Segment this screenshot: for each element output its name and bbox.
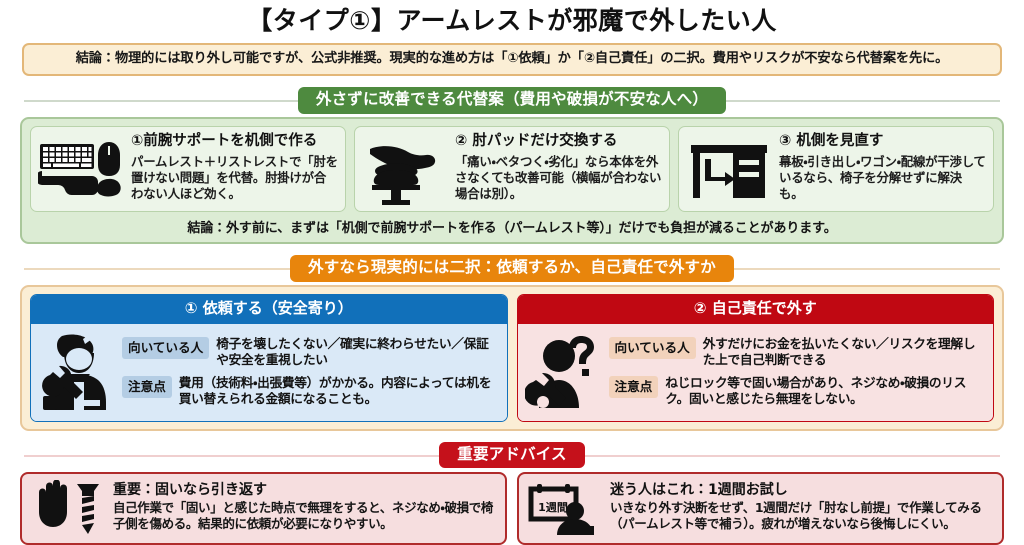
alternative-card[interactable]: ② 肘パッドだけ交換する 「痛い・ベタつく・劣化」なら本体を外さなくても改善可能… (354, 126, 670, 213)
choice-row-text: 椅子を壊したくない／確実に終わらせたい／保証や安全を重視したい (216, 335, 489, 368)
choice-panel-self-responsibility[interactable]: ② 自己責任で外す 向いている人 外すだけにお金を払いたくない (516, 294, 994, 422)
advice-card-body: 迷う人はこれ：1週間お試し いきなり外す決断をせず、1週間だけ「肘なし前提」で作… (610, 482, 993, 532)
choice-row-tag: 向いている人 (122, 336, 210, 359)
advice-card-heading: 迷う人はこれ：1週間お試し (610, 482, 788, 499)
alternative-card-detail: 幕板・引き出し・ワゴン・配線が干渉しているなら、椅子を分解せずに解決も。 (779, 153, 986, 202)
choice-row: 注意点 費用（技術料・出張費等）がかかる。内容によっては机を買い替えられる金額に… (122, 375, 499, 408)
choice-rows: 向いている人 外すだけにお金を払いたくない／リスクを理解した上で自己判断できる … (608, 335, 986, 408)
choices-header-wrap: 外すなら現実的には二択：依頼するか、自己責任で外すか (18, 255, 1006, 283)
choice-panel-heading: ② 自己責任で外す (517, 295, 993, 324)
choice-row-tag: 注意点 (608, 375, 659, 398)
choice-panel-body: 向いている人 椅子を壊したくない／確実に終わらせたい／保証や安全を重視したい 注… (31, 323, 507, 421)
alternatives-panel: ①前腕サポートを机側で作る パームレスト＋リストレストで「肘を置けない問題」を代… (20, 117, 1004, 245)
person-question-wrench-icon (524, 330, 603, 414)
choice-row-text: ねじロック等で固い場合があり、ネジなめ・破損のリスク。固いと感じたら無理をしない… (665, 374, 967, 407)
keyboard-palmrest-mouse-icon (38, 133, 124, 201)
choice-panel-request[interactable]: ① 依頼する（安全寄り） (30, 294, 508, 422)
choice-row-text: 費用（技術料・出張費等）がかかる。内容によっては机を買い替えられる金額になること… (178, 374, 492, 407)
alternative-card-heading: ①前腕サポートを机側で作る (131, 133, 318, 150)
calendar-week-label: 1週間 (538, 500, 568, 514)
page-title: 【タイプ①】アームレストが邪魔で外したい人 (247, 6, 777, 35)
advice-section-header: 重要アドバイス (439, 441, 585, 469)
advice-card-list: 重要：固いなら引き返す 自己作業で「固い」と感じた時点で無理をすると、ネジなめ・… (20, 471, 1004, 545)
alternatives-header-wrap: 外さずに改善できる代替案（費用や破損が不安な人へ） (18, 87, 1006, 115)
alternatives-card-list: ①前腕サポートを机側で作る パームレスト＋リストレストで「肘を置けない問題」を代… (30, 126, 994, 213)
advice-header-wrap: 重要アドバイス (18, 441, 1006, 469)
choice-rows: 向いている人 椅子を壊したくない／確実に終わらせたい／保証や安全を重視したい 注… (122, 336, 499, 408)
technician-wrench-icon (38, 330, 116, 414)
alternatives-conclusion: 結論：外す前に、まずは「机側で前腕サポートを作る（パームレスト等）」だけでも負担… (187, 221, 837, 237)
choice-panel-body: 向いている人 外すだけにお金を払いたくない／リスクを理解した上で自己判断できる … (517, 323, 993, 421)
advice-card[interactable]: 1週間 迷う人はこれ：1週間お試し いきなり外す決断をせず、1週間だけ「肘なし前… (517, 471, 1004, 545)
choice-row-text: 外すだけにお金を払いたくない／リスクを理解した上で自己判断できる (702, 335, 976, 368)
choice-row-tag: 向いている人 (608, 336, 696, 359)
advice-card[interactable]: 重要：固いなら引き返す 自己作業で「固い」と感じた時点で無理をすると、ネジなめ・… (20, 471, 507, 545)
alternative-card[interactable]: ①前腕サポートを机側で作る パームレスト＋リストレストで「肘を置けない問題」を代… (30, 126, 346, 213)
alternative-card-heading: ② 肘パッドだけ交換する (455, 133, 618, 150)
hand-on-armpad-icon (362, 133, 448, 206)
calendar-one-week-icon: 1週間 (527, 480, 601, 536)
advice-card-heading: 重要：固いなら引き返す (113, 482, 267, 499)
advice-card-detail: 自己作業で「固い」と感じた時点で無理をすると、ネジなめ・破損で椅子側を傷める。結… (113, 500, 494, 532)
desk-drawer-icon (686, 133, 772, 201)
advice-card-detail: いきなり外す決断をせず、1週間だけ「肘なし前提」で作業してみる（パームレスト等で… (610, 500, 982, 532)
choices-panel: ① 依頼する（安全寄り） (20, 285, 1004, 431)
choices-section-header: 外すなら現実的には二択：依頼するか、自己責任で外すか (290, 255, 734, 283)
alternative-card-heading: ③ 机側を見直す (779, 133, 884, 150)
alternative-card-body: ①前腕サポートを机側で作る パームレスト＋リストレストで「肘を置けない問題」を代… (131, 133, 338, 203)
advice-card-body: 重要：固いなら引き返す 自己作業で「固い」と感じた時点で無理をすると、ネジなめ・… (113, 482, 496, 532)
stop-hand-screw-icon (30, 479, 104, 536)
alternative-card[interactable]: ③ 机側を見直す 幕板・引き出し・ワゴン・配線が干渉しているなら、椅子を分解せず… (678, 126, 994, 213)
top-conclusion-banner: 結論：物理的には取り外し可能ですが、公式非推奨。現実的な進め方は「①依頼」か「②… (22, 42, 1002, 77)
alternative-card-detail: パームレスト＋リストレストで「肘を置けない問題」を代替。肘掛けが合わない人ほど効… (131, 153, 338, 202)
alternatives-section-header: 外さずに改善できる代替案（費用や破損が不安な人へ） (297, 87, 727, 115)
choice-row-tag: 注意点 (122, 375, 172, 398)
choice-row: 向いている人 外すだけにお金を払いたくない／リスクを理解した上で自己判断できる (608, 335, 986, 369)
alternative-card-body: ② 肘パッドだけ交換する 「痛い・ベタつく・劣化」なら本体を外さなくても改善可能… (455, 133, 662, 203)
choice-row: 注意点 ねじロック等で固い場合があり、ネジなめ・破損のリスク。固いと感じたら無理… (608, 374, 986, 408)
choice-panel-heading: ① 依頼する（安全寄り） (31, 295, 507, 324)
choice-row: 向いている人 椅子を壊したくない／確実に終わらせたい／保証や安全を重視したい (122, 336, 499, 369)
alternative-card-body: ③ 机側を見直す 幕板・引き出し・ワゴン・配線が干渉しているなら、椅子を分解せず… (779, 133, 986, 203)
alternative-card-detail: 「痛い・ベタつく・劣化」なら本体を外さなくても改善可能（横幅が合わない場合は別）… (455, 153, 662, 202)
